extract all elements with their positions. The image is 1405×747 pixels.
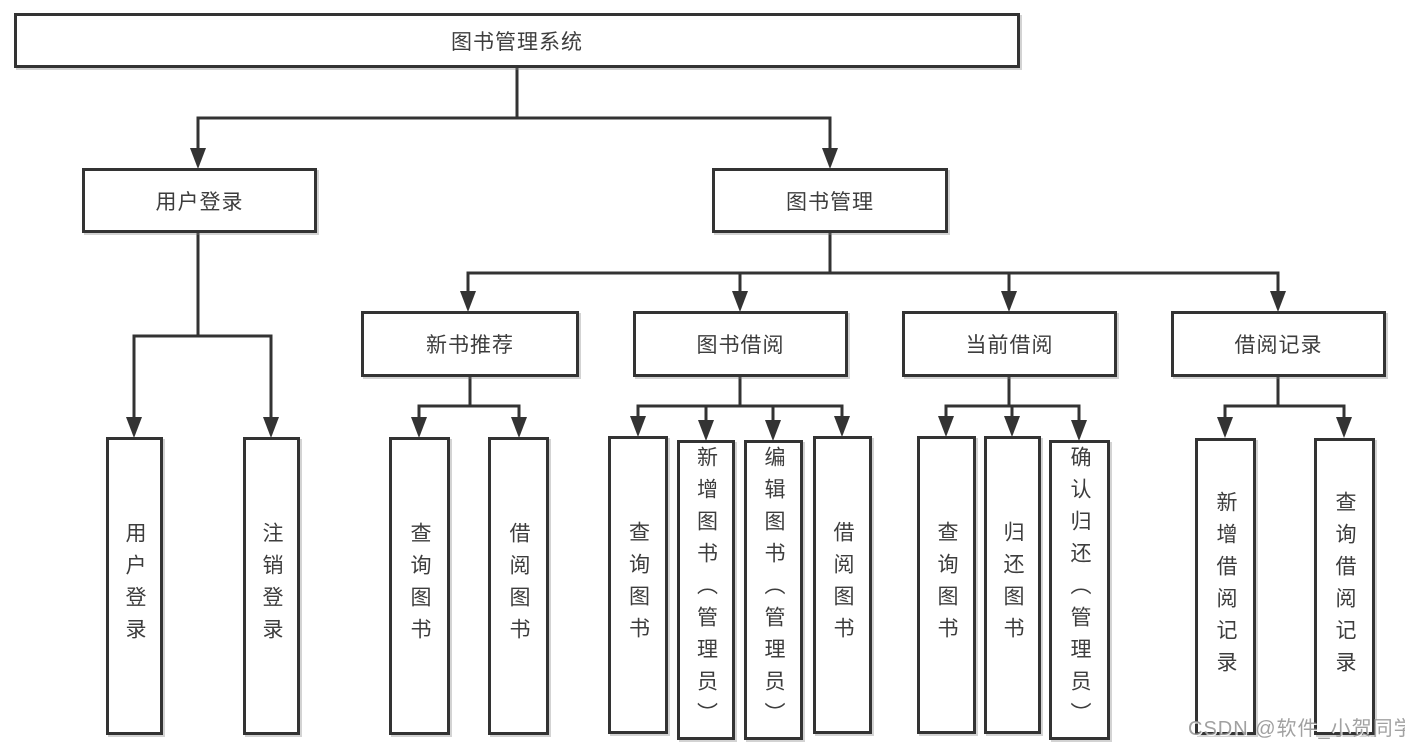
leaf-bb-edit-books-admin: 编辑图书（管理员） <box>744 440 803 740</box>
leaf-cb-confirm-return-admin: 确认归还（管理员） <box>1049 440 1110 740</box>
leaf-nbr-query-books: 查询图书 <box>389 437 450 735</box>
node-current-borrowing: 当前借阅 <box>902 311 1117 377</box>
connector-arrowheads <box>126 148 1352 441</box>
node-book-borrowing: 图书借阅 <box>633 311 848 377</box>
leaf-br-query-record: 查询借阅记录 <box>1314 438 1375 735</box>
leaf-bb-add-books-admin: 新增图书（管理员） <box>677 440 735 740</box>
node-new-book-recommend: 新书推荐 <box>361 311 579 377</box>
csdn-watermark: CSDN @软件_小贺同学 <box>1188 718 1405 740</box>
leaf-cb-return-books: 归还图书 <box>984 436 1041 734</box>
node-user-login: 用户登录 <box>82 168 317 233</box>
leaf-bb-borrow-books: 借阅图书 <box>813 436 872 734</box>
leaf-nbr-borrow-books: 借阅图书 <box>488 437 549 735</box>
node-root: 图书管理系统 <box>14 13 1020 68</box>
leaf-user-login: 用户登录 <box>106 437 163 735</box>
leaf-br-add-record: 新增借阅记录 <box>1195 438 1256 735</box>
node-borrowing-records: 借阅记录 <box>1171 311 1386 377</box>
leaf-cb-query-books: 查询图书 <box>917 436 976 734</box>
connector-shafts <box>132 66 1346 426</box>
node-book-management: 图书管理 <box>712 168 948 233</box>
leaf-logout: 注销登录 <box>243 437 300 735</box>
leaf-bb-query-books: 查询图书 <box>608 436 668 734</box>
